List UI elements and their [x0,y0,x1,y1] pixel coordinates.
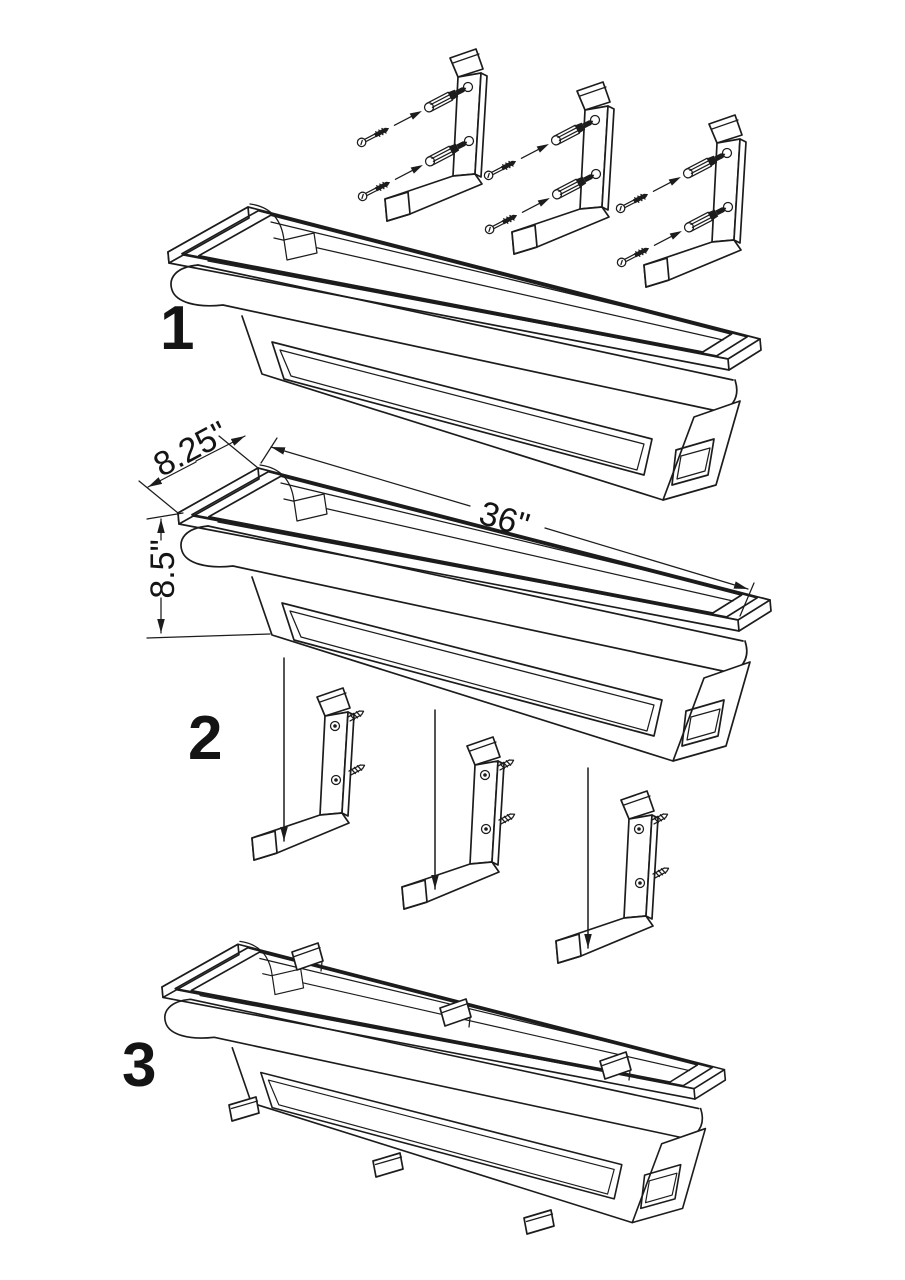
mounted-bracket-icon [402,737,516,909]
wall-bracket-icon [384,48,488,222]
step-3-illustration [161,940,727,1235]
placement-arrows [280,657,592,949]
bracket-foot-icon [228,1096,260,1122]
window-box-icon [167,203,762,501]
wall-bracket-icon [643,114,747,288]
bracket-foot-icon [523,1209,555,1235]
mounted-bracket-icon [556,791,670,963]
length-dimension [260,437,755,617]
depth-dimension [138,435,259,514]
wall-bracket-icon [511,81,615,255]
window-box-icon [161,940,727,1224]
height-dimension-label: 8.5" [144,539,182,598]
height-dimension [146,512,271,639]
step-2-illustration [138,435,772,963]
step-1-illustration [167,48,762,501]
depth-dimension-label: 8.25" [147,414,234,484]
window-box-icon [177,464,772,762]
step-2-label: 2 [188,704,222,773]
bracket-foot-icon [372,1152,404,1178]
step-1-label: 1 [160,294,194,363]
step-3-label: 3 [122,1031,156,1100]
mounted-bracket-icon [252,688,366,860]
